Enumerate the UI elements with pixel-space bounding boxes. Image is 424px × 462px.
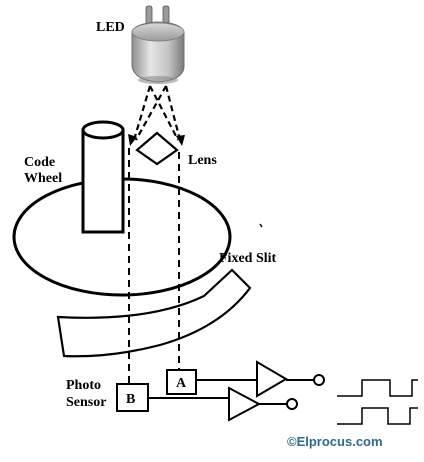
label-code-wheel-line2: Wheel (24, 171, 62, 186)
beam-arrowheads (128, 134, 185, 146)
light-beam (132, 85, 182, 141)
label-fixed-slit: Fixed Slit (219, 251, 277, 266)
label-channel-a: A (176, 376, 187, 391)
light-paths (128, 148, 180, 384)
photo-sensor-b (116, 383, 149, 412)
buffer-triangle-icon (228, 386, 262, 422)
open-circle-terminal-icon (313, 374, 325, 386)
lens-shape (135, 131, 179, 166)
photo-sensor-a (166, 369, 197, 395)
signal-wires (148, 379, 314, 405)
square-wave-b (337, 407, 418, 425)
square-wave-a (337, 379, 418, 397)
label-code-wheel-line1: Code (24, 155, 55, 170)
label-photo-sensor-line1: Photo (66, 378, 101, 393)
led-plug-icon (131, 5, 185, 84)
label-channel-b: B (126, 392, 135, 407)
label-led: LED (96, 20, 125, 35)
code-wheel-shaft (81, 120, 125, 234)
label-lens: Lens (188, 153, 217, 168)
buffer-triangle-icon (256, 360, 288, 398)
open-circle-terminal-icon (286, 398, 298, 410)
fixed-slit-shape (56, 268, 252, 358)
stray-mark (259, 223, 263, 228)
credit-text: ©Elprocus.com (287, 434, 383, 449)
label-photo-sensor-line2: Sensor (66, 395, 106, 410)
